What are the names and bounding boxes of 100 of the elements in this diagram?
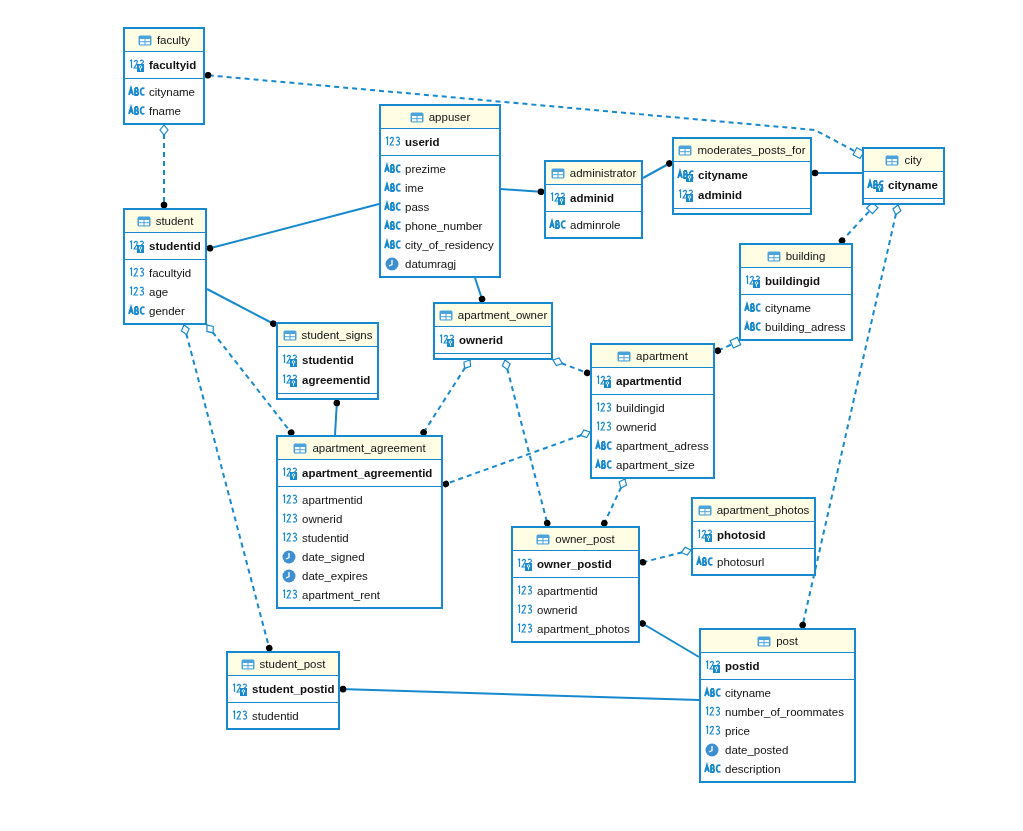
entity-table <box>862 147 945 205</box>
column-name: apartment_size <box>616 458 695 471</box>
column-name: studentid <box>252 709 299 722</box>
table-name: city <box>904 154 922 166</box>
relationship-line <box>420 359 472 436</box>
key-column-name: apartment_agreementid <box>302 467 433 479</box>
key-column-name: userid <box>405 136 440 148</box>
column-name: number_of_roommates <box>725 705 844 718</box>
column-name: fname <box>149 104 181 117</box>
table-name: apartment_agreement <box>312 442 426 454</box>
entity-table <box>276 322 379 400</box>
key-column-name: agreementid <box>302 374 371 386</box>
key-column-name: studentid <box>302 354 354 366</box>
relationship-line <box>639 620 700 658</box>
table-name: administrator <box>569 167 637 179</box>
column-name: ownerid <box>616 420 657 433</box>
table-name: apartment <box>636 350 688 362</box>
column-name: date_posted <box>725 743 789 756</box>
relationship-line <box>811 169 863 177</box>
column-name: ownerid <box>537 603 578 616</box>
column-name: building_adress <box>765 320 846 333</box>
column-name: prezime <box>405 162 446 175</box>
relationship-line <box>206 288 277 327</box>
table-name: student_post <box>259 658 326 670</box>
column-name: ime <box>405 181 424 194</box>
entity-table <box>226 651 340 730</box>
column-name: buildingid <box>616 401 665 414</box>
column-name: apartment_photos <box>537 622 630 635</box>
entity-table <box>433 302 553 360</box>
entity-table <box>511 526 640 643</box>
column-name: apartmentid <box>537 584 598 597</box>
entity-table <box>691 497 816 576</box>
table-name: moderates_posts_for <box>697 144 806 156</box>
key-column-name: adminid <box>570 192 615 204</box>
column-name: facultyid <box>149 266 192 279</box>
column-name: gender <box>149 304 185 317</box>
relationship-line <box>642 160 673 179</box>
entity-table <box>276 435 443 609</box>
column-name: price <box>725 724 750 737</box>
relationship-line <box>206 324 295 436</box>
column-name: apartment_rent <box>302 588 380 601</box>
entity-table <box>739 243 853 341</box>
key-column-name: buildingid <box>765 275 820 287</box>
key-column-name: ownerid <box>459 334 504 346</box>
relationship-line <box>799 204 902 629</box>
table-name: appuser <box>428 111 471 123</box>
key-column-name: postid <box>725 660 760 672</box>
column-name: city_of_residency <box>405 238 494 251</box>
table-name: apartment_owner <box>457 309 548 321</box>
entity-table <box>590 343 715 479</box>
entity-table <box>699 628 856 783</box>
table-name: post <box>776 635 798 647</box>
column-name: datumragj <box>405 257 457 270</box>
relationship-line <box>501 359 551 527</box>
column-name: apartmentid <box>302 493 363 506</box>
column-name: pass <box>405 200 430 213</box>
entity-table <box>379 104 501 278</box>
relationship-line <box>339 685 700 701</box>
relationship-line <box>500 188 545 196</box>
column-name: age <box>149 285 169 298</box>
column-name: cityname <box>149 85 196 98</box>
table-name: owner_post <box>555 533 615 545</box>
column-name: date_signed <box>302 550 365 563</box>
relationship-line <box>714 336 742 355</box>
entity-table <box>123 27 205 125</box>
column-name: cityname <box>765 301 812 314</box>
column-name: phone_number <box>405 219 483 232</box>
key-column-name: adminid <box>698 189 743 201</box>
entity-table <box>672 137 812 215</box>
key-column-name: facultyid <box>149 59 197 71</box>
key-column-name: owner_postid <box>537 558 612 570</box>
column-name: studentid <box>302 531 349 544</box>
table-name: building <box>785 250 826 262</box>
key-column-name: photosid <box>717 529 766 541</box>
column-name: description <box>725 762 781 775</box>
key-column-name: cityname <box>888 179 938 191</box>
relationship-line <box>180 324 273 652</box>
relationship-line <box>552 357 591 377</box>
key-column-name: cityname <box>698 169 748 181</box>
relationship-line <box>159 124 169 209</box>
column-name: cityname <box>725 686 772 699</box>
relationship-line <box>474 277 486 303</box>
column-name: date_expires <box>302 569 368 582</box>
column-name: adminrole <box>570 218 621 231</box>
column-name: apartment_adress <box>616 439 709 452</box>
relationship-line <box>601 478 628 527</box>
relationship-line <box>639 546 692 566</box>
key-column-name: apartmentid <box>616 375 682 387</box>
table-name: student_signs <box>301 329 373 341</box>
table-name: student <box>155 215 194 227</box>
column-name: ownerid <box>302 512 343 525</box>
entity-table <box>123 208 207 325</box>
key-column-name: studentid <box>149 240 201 252</box>
relationship-line <box>333 399 341 436</box>
table-name: faculty <box>156 34 191 46</box>
relationship-line <box>206 203 380 252</box>
relationship-line <box>442 429 591 488</box>
entity-table <box>544 160 643 239</box>
column-name: photosurl <box>717 555 765 568</box>
table-name: apartment_photos <box>716 504 810 516</box>
